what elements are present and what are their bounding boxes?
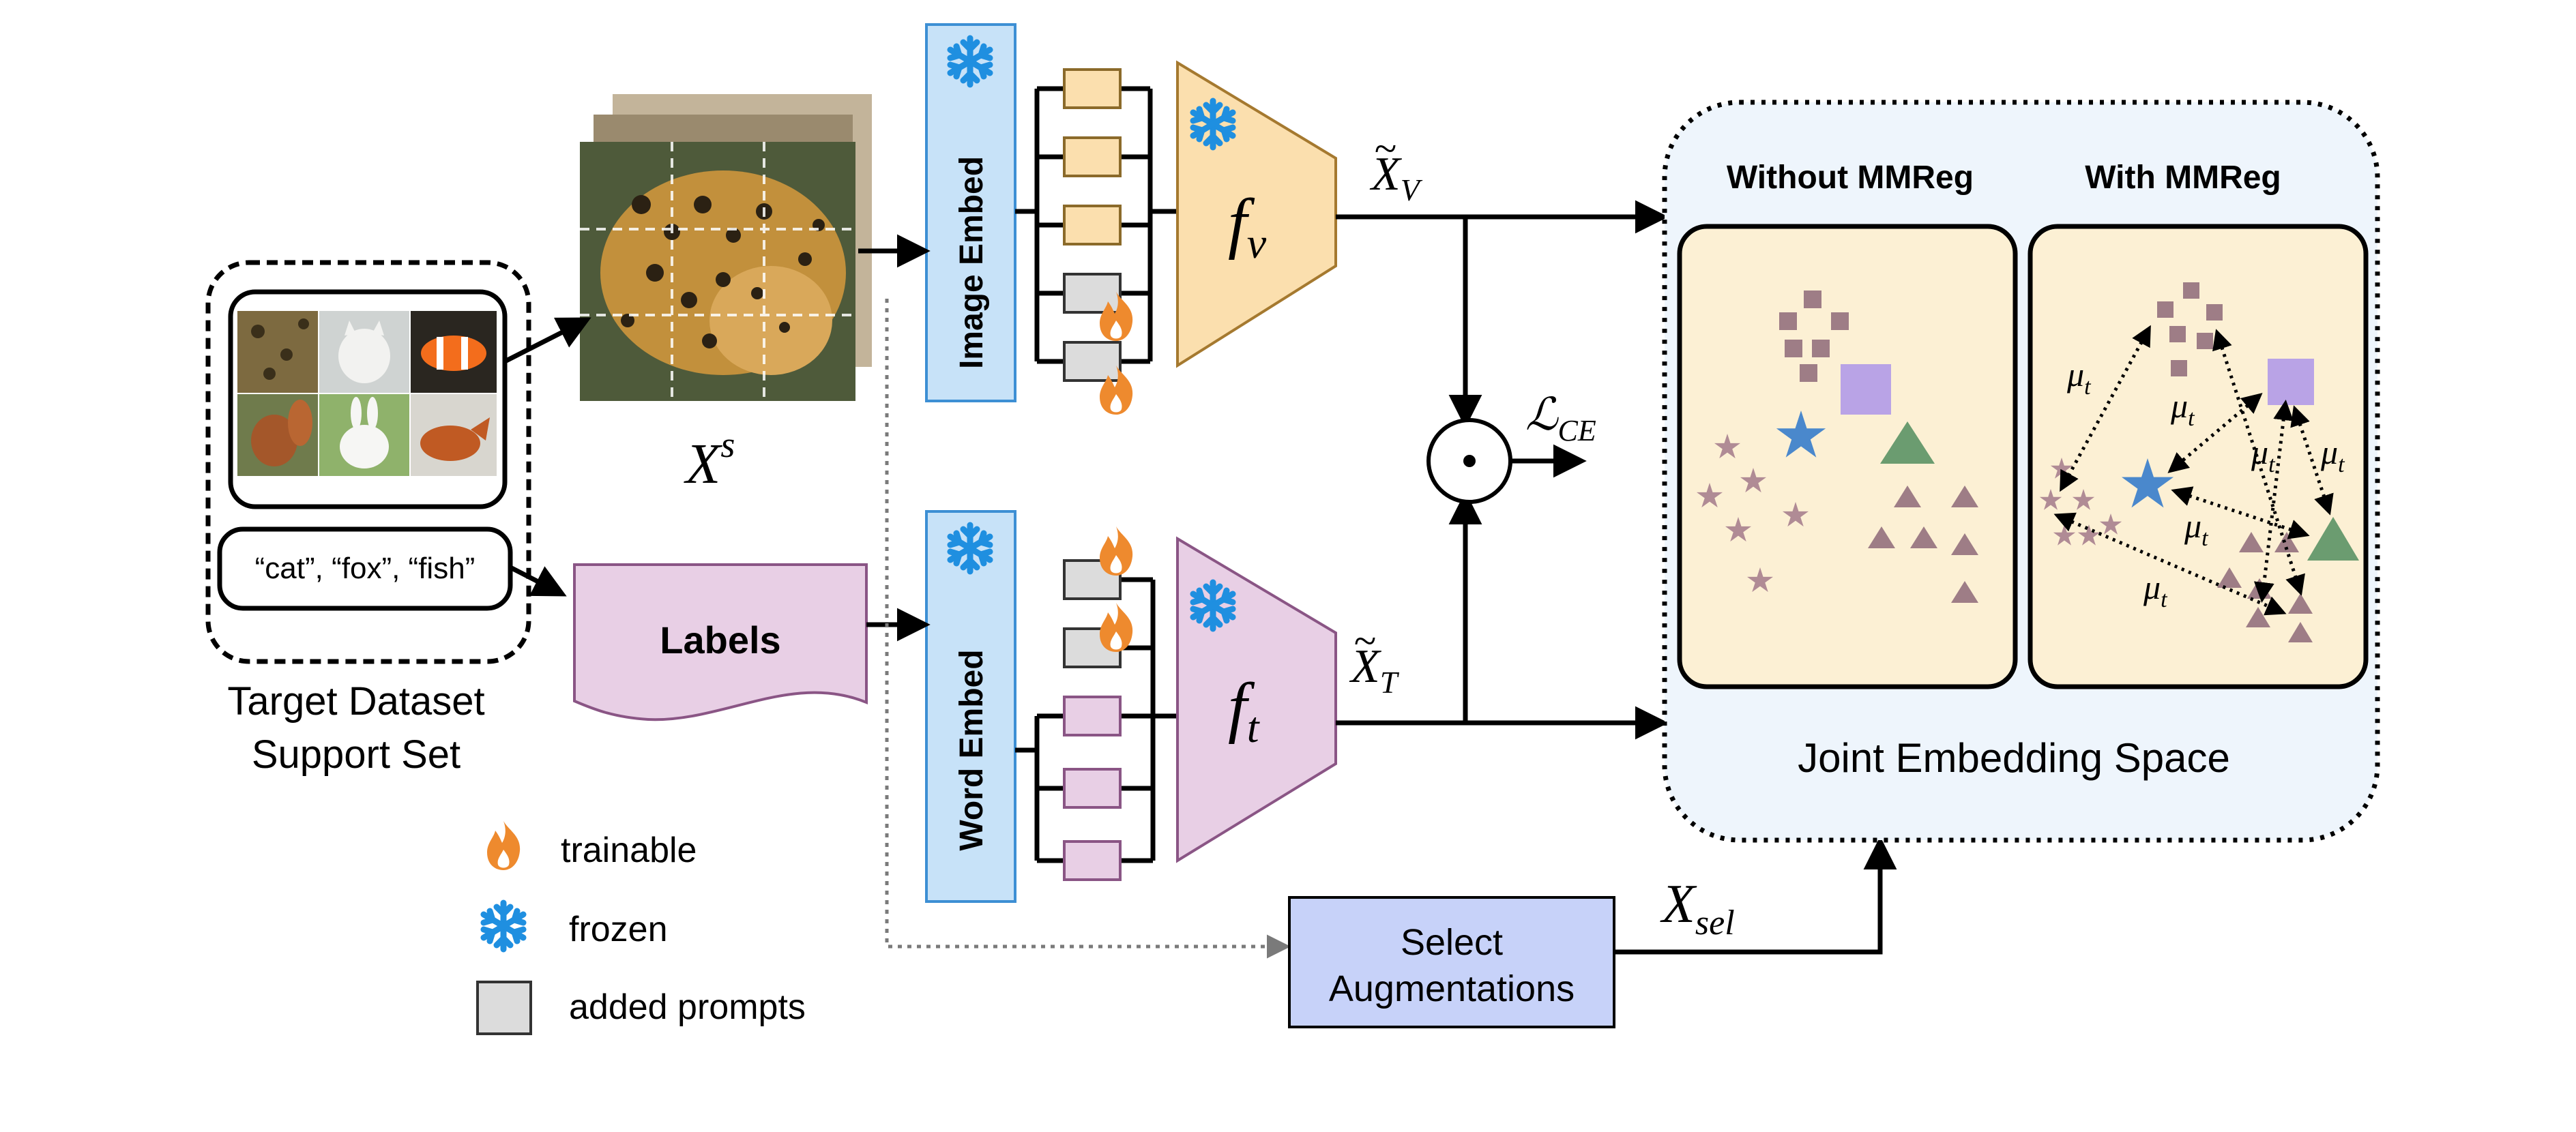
- thumbnail-rabbit: [319, 394, 409, 476]
- word-embed-block: Word Embed: [925, 510, 1016, 903]
- thumbnail-leopard: [237, 311, 318, 393]
- augmented-image-stack: Xs: [580, 94, 872, 496]
- select-line1: Select: [1401, 922, 1503, 963]
- green-triangle: [2307, 517, 2359, 561]
- text-feature-label: XT ~: [1349, 619, 1400, 700]
- lavender-square: [1841, 364, 1891, 415]
- joint-space-title: Joint Embedding Space: [1798, 735, 2230, 781]
- legend-frozen: frozen: [569, 910, 668, 949]
- class-names-text: “cat”, “fox”, “fish”: [255, 552, 475, 585]
- tilde-mark: ~: [1353, 619, 1375, 664]
- selected-augment-symbol: Xsel: [1660, 874, 1735, 942]
- flame-icon: [487, 821, 521, 870]
- svg-text:μt: μt: [2170, 387, 2195, 431]
- prompt-square-icon: [476, 981, 532, 1035]
- svg-text:μt: μt: [2066, 355, 2092, 400]
- without-mmreg-title: Without MMReg: [1727, 160, 1974, 196]
- svg-text:XT: XT: [1349, 640, 1400, 700]
- word-embed-label: Word Embed: [954, 649, 990, 850]
- margin-arrows: [2053, 325, 2334, 616]
- legend: trainable frozen added prompts: [476, 821, 806, 1035]
- svg-text:μt: μt: [2320, 433, 2345, 477]
- thumbnail-clownfish: [411, 311, 497, 393]
- legend-added-prompts: added prompts: [569, 987, 806, 1027]
- joint-embedding-space: Without MMReg With MMReg: [1662, 100, 2380, 843]
- with-mmreg-points: μt μt μt μt μt μt: [2039, 282, 2359, 642]
- vision-prompt-token: [1063, 273, 1122, 314]
- select-augmentations-box: Select Augmentations: [1288, 896, 1615, 1028]
- text-token-stack: [1015, 526, 1177, 881]
- vision-token: [1063, 136, 1122, 177]
- text-encoder: ft: [1176, 536, 1337, 863]
- thumbnail-squirrel: [237, 394, 318, 476]
- vision-token: [1063, 68, 1122, 109]
- select-line2: Augmentations: [1329, 968, 1575, 1009]
- text-token: [1063, 840, 1122, 881]
- vision-feature-label: XV ~: [1369, 126, 1423, 207]
- support-set-outline: [205, 260, 531, 664]
- vision-prompt-token: [1063, 341, 1122, 382]
- ce-loss-label: ℒCE: [1525, 390, 1596, 447]
- thumbnail-cat: [319, 311, 409, 393]
- dot-product-node: [1426, 418, 1512, 504]
- arrow-support-to-labels: [509, 565, 567, 597]
- svg-text:μt: μt: [2184, 507, 2209, 551]
- svg-text:μt: μt: [2143, 568, 2168, 612]
- legend-trainable: trainable: [561, 831, 697, 870]
- labels-text: Labels: [660, 619, 780, 661]
- text-token: [1063, 696, 1122, 736]
- arrow-support-to-image: [503, 317, 591, 364]
- connector-lines: [1336, 200, 1669, 740]
- flame-icon: [1100, 526, 1133, 576]
- margin-labels: μt μt μt μt μt μt: [2066, 355, 2345, 612]
- flame-icon: [1100, 603, 1133, 652]
- with-mmreg-title: With MMReg: [2085, 160, 2281, 196]
- support-set-label-line2: Support Set: [252, 732, 460, 777]
- text-token: [1063, 768, 1122, 809]
- support-image-symbol: Xs: [684, 424, 735, 496]
- labels-box: Labels: [573, 563, 868, 721]
- vision-token-stack: [1015, 68, 1177, 415]
- thumbnail-fox: [411, 394, 497, 476]
- snowflake-icon: [484, 903, 523, 949]
- svg-text:μt: μt: [2251, 433, 2276, 477]
- without-mmreg-points: [1696, 291, 1978, 603]
- text-prompt-token: [1063, 559, 1122, 600]
- leopard-photo: [580, 142, 855, 401]
- image-embed-label: Image Embed: [954, 156, 990, 369]
- vision-token: [1063, 205, 1122, 245]
- svg-text:XV: XV: [1369, 148, 1423, 207]
- vision-encoder: fv: [1176, 60, 1337, 368]
- arrow-select-to-joint: [1614, 836, 1897, 955]
- green-triangle: [1880, 421, 1935, 464]
- support-set-label-line1: Target Dataset: [227, 679, 484, 724]
- tilde-mark: ~: [1374, 126, 1396, 171]
- lavender-square: [2268, 359, 2314, 405]
- without-mmreg-panel: [1677, 224, 2018, 689]
- image-embed-block: Image Embed: [925, 23, 1016, 402]
- support-set-group: “cat”, “fox”, “fish” Target Dataset Supp…: [205, 260, 531, 777]
